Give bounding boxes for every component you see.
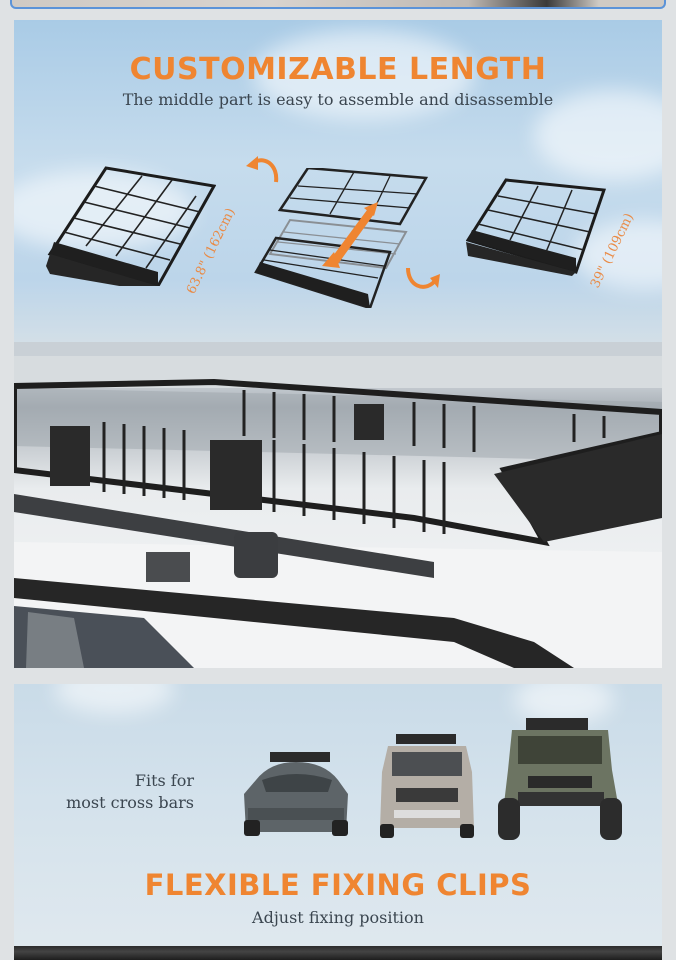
suv-vehicle-image [380,734,474,838]
cloud [514,684,614,724]
previous-image-strip [10,0,666,9]
roof-rack-photo-illustration [14,342,662,668]
section-title: CUSTOMIZABLE LENGTH [129,52,547,87]
cloud [534,90,662,180]
roof-rack-on-car-photo [14,342,662,668]
rotate-right-arrow-icon [406,267,440,289]
fits-cross-bars-text: Fits for most cross bars [66,770,194,814]
cloud [54,684,174,714]
long-rack-image [46,166,216,286]
fits-and-clips-panel: Fits for most cross bars FLEXIBLE FIXING… [14,684,662,946]
offroad-jeep-vehicle-image [498,718,622,840]
section-subtitle-clips: Adjust fixing position [252,908,424,927]
section-title-clips: FLEXIBLE FIXING CLIPS [144,868,532,902]
rotate-left-arrow-icon [246,156,279,183]
section-subtitle: The middle part is easy to assemble and … [122,90,554,109]
customizable-length-panel: CUSTOMIZABLE LENGTH The middle part is e… [14,20,662,668]
exploded-rack-image [254,168,429,308]
cloud [254,30,474,120]
fits-line-2: most cross bars [66,793,194,812]
next-image-crossbar-strip [14,946,662,960]
cloud [14,170,194,250]
sedan-vehicle-image [244,752,348,836]
fits-line-1: Fits for [134,771,194,790]
short-rack-image [466,178,606,276]
